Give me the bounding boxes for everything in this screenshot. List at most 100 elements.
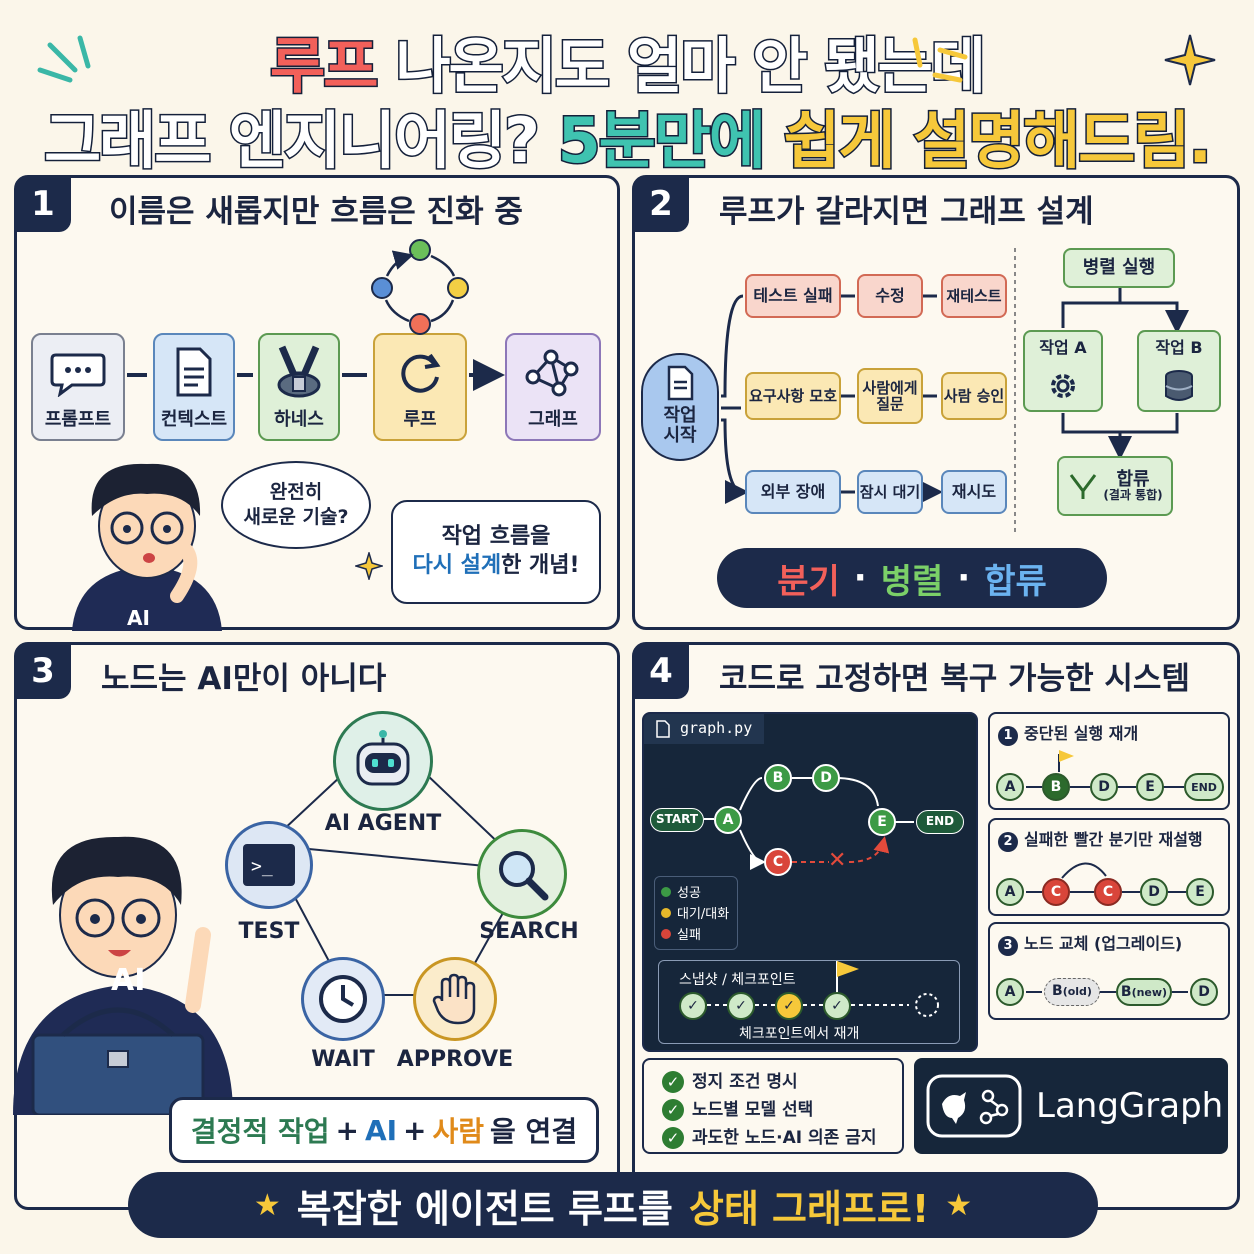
legend-success: 성공 [661, 883, 731, 904]
node-c: C [764, 848, 792, 876]
sub-node: E [1136, 773, 1164, 801]
headline-line-1: 루프 나온지도 얼마 안 됐는데 [0, 18, 1254, 105]
legend-dot [661, 887, 671, 897]
sub-num: 2 [998, 832, 1018, 852]
brand-name: LangGraph [1036, 1086, 1224, 1126]
check-icon: ✓ [662, 1127, 684, 1149]
task-a-label: 작업 A [1039, 337, 1087, 357]
node-d: D [812, 764, 840, 792]
sub-node: D [1140, 878, 1168, 906]
panel-1: 1 이름은 새롭지만 흐름은 진화 중 프롬프트 컨텍스트 하네스 루프 그래프 [14, 175, 620, 631]
merge-arrow-icon [1070, 474, 1097, 499]
headline-teal: 5분만에 [556, 103, 767, 179]
legend-dot [661, 929, 671, 939]
task-b-label: 작업 B [1155, 337, 1203, 357]
merge-sub: (결과 통합) [1103, 488, 1163, 503]
checkpoint-2: ✓ [727, 992, 755, 1020]
character-thinking [72, 463, 222, 631]
step-prompt: 프롬프트 [31, 333, 125, 441]
graph-nodes-icon [525, 349, 579, 397]
checklist-item: ✓과도한 노드·AI 의존 금지 [662, 1124, 884, 1152]
sub-num: 1 [998, 726, 1018, 746]
terminal-glyph: >_ [251, 856, 273, 877]
footer-text: 복잡한 에이전트 루프를 [296, 1186, 673, 1231]
headline-accent-loop: 루프 [269, 31, 380, 104]
connect-deterministic: 결정적 작업 [190, 1115, 330, 1148]
node-task-a: 작업 A [1023, 330, 1103, 412]
sub-node: END [1184, 773, 1224, 801]
bubble-answer-bottom: 다시 설계한 개념! [412, 552, 579, 581]
node-new-tag: (new) [1131, 986, 1168, 999]
connect-ai: AI [364, 1113, 398, 1147]
panel-number: 1 [15, 176, 71, 232]
fail-mark: ✕ [828, 848, 847, 873]
hoodie-label: AI [127, 606, 150, 630]
star-icon: ★ [945, 1187, 973, 1223]
code-tab[interactable]: graph.py [644, 714, 764, 744]
banner-branch: 분기 [777, 561, 840, 602]
check-icon: ✓ [662, 1099, 684, 1121]
node-human-approve: 사람 승인 [941, 372, 1007, 420]
checklist-text: 노드별 모델 선택 [692, 1100, 814, 1120]
step-arrows [127, 178, 617, 478]
search-label: SEARCH [479, 919, 579, 944]
bubble-answer-top: 작업 흐름을 [441, 524, 551, 550]
legend-failure: 실패 [661, 925, 731, 946]
step-context: 컨텍스트 [153, 333, 235, 441]
banner-dot: · [853, 558, 867, 598]
legend: 성공 대기/대화 실패 [654, 876, 738, 950]
sub-arrows [1026, 991, 1188, 993]
bubble-answer-end: 한 개념! [501, 553, 580, 578]
wait-label: WAIT [311, 1047, 375, 1072]
sub-num: 3 [998, 936, 1018, 956]
hoodie-label: AI [111, 963, 146, 998]
node-old-tag: (old) [1062, 985, 1092, 998]
node-ambiguous: 요구사항 모호 [745, 372, 841, 420]
panel-title: 코드로 고정하면 복구 가능한 시스템 [719, 661, 1190, 697]
checkpoint-4: ✓ [823, 992, 851, 1020]
hand-icon [432, 973, 476, 1025]
clock-icon [319, 975, 367, 1023]
node-new: B(new) [1116, 978, 1172, 1006]
approve-node [413, 957, 497, 1041]
sub-node: A [996, 978, 1024, 1006]
sub-node: A [996, 773, 1024, 801]
sub-node: C [1094, 878, 1122, 906]
start-label: 작업 시작 [663, 405, 697, 446]
step-label: 프롬프트 [44, 409, 112, 430]
code-graph [704, 777, 914, 924]
step-label: 하네스 [274, 409, 324, 430]
banner-branch-parallel-merge: 분기 · 병렬 · 합류 [717, 548, 1107, 608]
snapshot-sub: 체크포인트에서 재개 [739, 1026, 860, 1042]
sparkle-star-icon [355, 552, 383, 580]
branch-arrows [721, 248, 1235, 533]
sub-node: E [1186, 878, 1214, 906]
document-icon [667, 365, 694, 401]
node-old: B(old) [1044, 978, 1100, 1006]
node-old-letter: B [1052, 983, 1063, 999]
langgraph-logo-icon [926, 1074, 1022, 1138]
panel-2: 2 루프가 갈라지면 그래프 설계 작업 시작 테스트 실패 수정 재테스트 요… [632, 175, 1240, 630]
headline-line-1-text: 나온지도 얼마 안 됐는데 [394, 31, 988, 104]
terminal-icon: >_ [243, 844, 295, 886]
node-outage: 외부 장애 [745, 470, 841, 514]
ai-agent-node [333, 711, 433, 811]
node-task-b: 작업 B [1137, 330, 1221, 412]
test-label: TEST [238, 919, 300, 944]
sparkle-lines-icon [37, 35, 91, 83]
start-node: START [650, 808, 704, 832]
checklist: ✓ 정지 조건 명시 ✓ 노드별 모델 선택 ✓과도한 노드·AI 의존 금지 [642, 1058, 904, 1154]
panel-title: 루프가 갈라지면 그래프 설계 [719, 194, 1094, 230]
node-b: B [764, 764, 792, 792]
node-retest: 재테스트 [941, 274, 1007, 318]
code-filename: graph.py [680, 719, 753, 737]
checklist-text: 정지 조건 명시 [692, 1072, 798, 1092]
panel-title: 이름은 새롭지만 흐름은 진화 중 [109, 194, 523, 230]
check-icon: ✓ [662, 1071, 684, 1093]
sub-node: A [996, 878, 1024, 906]
wait-node [301, 957, 385, 1041]
sub-node: D [1090, 773, 1118, 801]
sub-node: B [1042, 773, 1070, 801]
sparkle-dash-icon [912, 37, 968, 83]
